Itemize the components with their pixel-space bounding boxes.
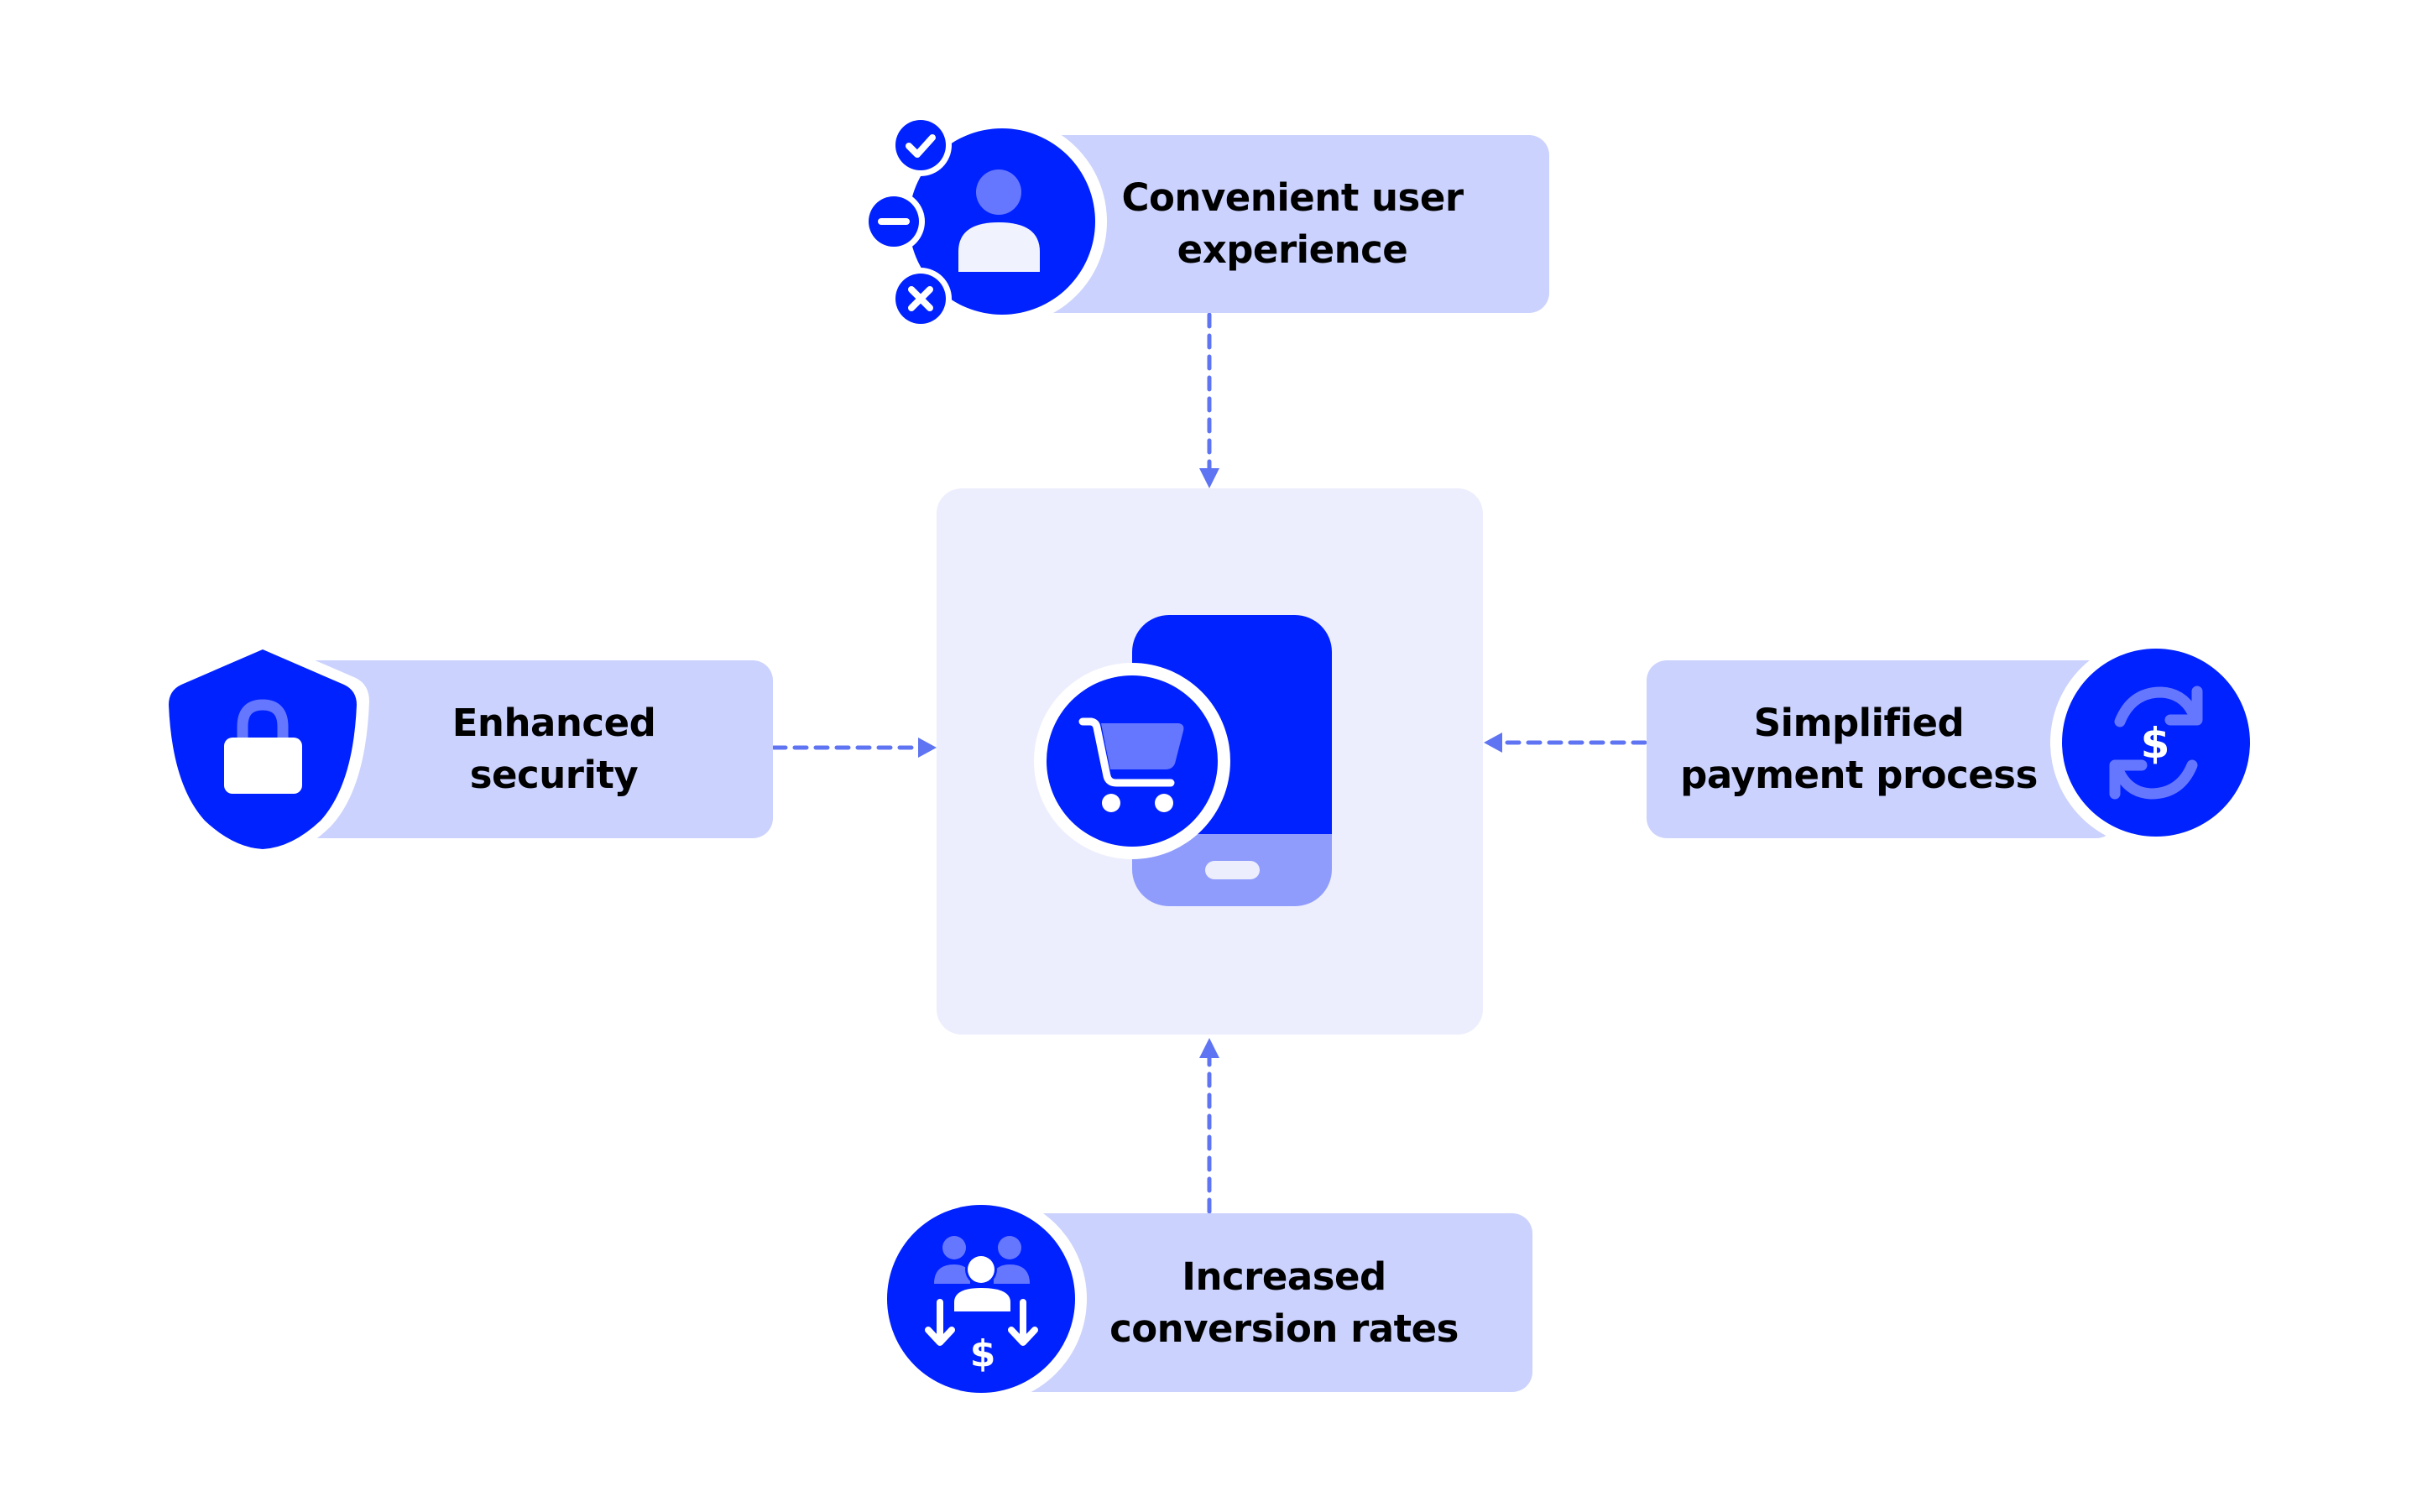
card-right-line2: payment process [1680, 753, 2038, 797]
card-top-line1: Convenient user [1121, 175, 1464, 220]
lock-body [224, 738, 302, 794]
conversion-users-icon: $ [875, 1193, 1087, 1405]
card-left-line1: Enhanced [452, 701, 656, 745]
card-left-line2: security [469, 753, 639, 797]
check-circle-icon [890, 114, 952, 176]
card-bottom-label: Increased conversion rates [1099, 1213, 1469, 1392]
card-bottom-line1: Increased [1182, 1254, 1386, 1299]
card-right-label: Simplified payment process [1666, 660, 2052, 838]
card-right-line1: Simplified [1753, 701, 1965, 745]
shopping-cart-icon [1034, 663, 1230, 859]
minus-circle-icon [863, 190, 925, 253]
card-top-label: Convenient user experience [1108, 135, 1477, 313]
phone-home-button [1205, 861, 1260, 879]
arrowhead-left-icon [1484, 733, 1502, 753]
dollar-sign: $ [2141, 719, 2170, 768]
arrowhead-down-icon [1199, 468, 1219, 488]
card-bottom-line2: conversion rates [1109, 1306, 1459, 1351]
card-simplified-payment-process [1647, 660, 2117, 838]
user-head [976, 169, 1021, 215]
user-body [958, 222, 1040, 272]
card-left-label: Enhanced security [378, 660, 730, 838]
user-status-icon [897, 117, 1107, 326]
card-top-line2: experience [1177, 227, 1408, 272]
x-circle-icon [890, 268, 952, 330]
arrowhead-up-icon [1199, 1038, 1219, 1058]
arrowhead-right-icon [918, 738, 937, 758]
shield-lock-icon [156, 638, 369, 861]
lock-shackle [237, 699, 289, 740]
payment-refresh-icon: $ [2050, 637, 2262, 848]
dollar-sign: $ [970, 1332, 996, 1375]
